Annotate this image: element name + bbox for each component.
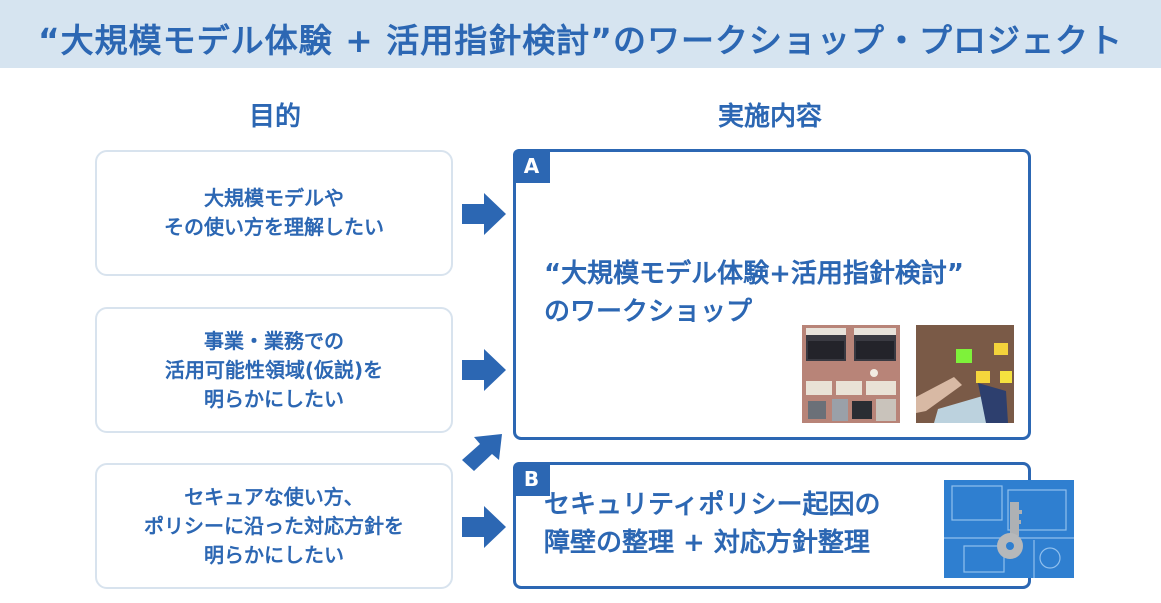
goal-box-understand: 大規模モデルや その使い方を理解したい xyxy=(95,150,453,276)
page-title: “大規模モデル体験 + 活用指針検討”のワークショップ・プロジェクト xyxy=(0,14,1161,62)
panel-a-tag: A xyxy=(513,149,550,183)
panel-b-title-line: セキュリティポリシー起因の xyxy=(544,487,880,525)
panel-b-title-line: 障壁の整理 + 対応方針整理 xyxy=(544,525,880,563)
goal-line: 活用可能性領域(仮説)を xyxy=(165,356,383,385)
goal-box-security: セキュアな使い方、 ポリシーに沿った対応方針を 明らかにしたい xyxy=(95,463,453,589)
panel-a-title: “大規模モデル体験+活用指針検討” のワークショップ xyxy=(544,256,964,331)
right-arrow-icon xyxy=(462,349,506,391)
key-blueprint-photo xyxy=(944,480,1074,578)
header-banner: “大規模モデル体験 + 活用指針検討”のワークショップ・プロジェクト xyxy=(0,0,1161,68)
panel-a-title-line: “大規模モデル体験+活用指針検討” xyxy=(544,256,964,294)
content-column-heading: 実施内容 xyxy=(680,96,860,133)
goal-line: 明らかにしたい xyxy=(165,385,383,414)
goal-line: 大規模モデルや xyxy=(164,184,384,213)
laptops-photo xyxy=(802,325,900,423)
purpose-column-heading: 目的 xyxy=(195,96,355,133)
goal-line: 事業・業務での xyxy=(165,327,383,356)
up-right-arrow-icon xyxy=(462,432,504,472)
right-arrow-icon xyxy=(462,193,506,235)
panel-a-title-line: のワークショップ xyxy=(544,294,964,332)
sticky-notes-photo xyxy=(916,325,1014,423)
goal-line: ポリシーに沿った対応方針を xyxy=(144,512,404,541)
goal-box-use-cases: 事業・業務での 活用可能性領域(仮説)を 明らかにしたい xyxy=(95,307,453,433)
goal-line: セキュアな使い方、 xyxy=(144,483,404,512)
goal-line: その使い方を理解したい xyxy=(164,213,384,242)
panel-b-title: セキュリティポリシー起因の 障壁の整理 + 対応方針整理 xyxy=(544,487,880,562)
goal-line: 明らかにしたい xyxy=(144,541,404,570)
right-arrow-icon xyxy=(462,506,506,548)
